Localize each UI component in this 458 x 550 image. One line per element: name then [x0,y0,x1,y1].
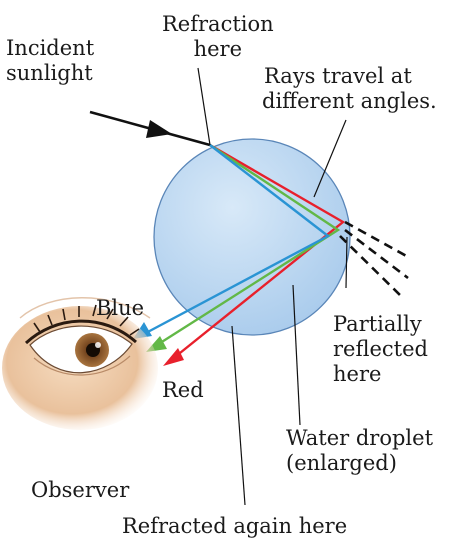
label-observer: Observer [31,478,130,502]
red-ray [174,143,346,358]
label-blue: Blue [96,296,145,320]
partially-leader [345,236,348,289]
refraction-leader [197,67,211,146]
droplet-leader [292,284,301,426]
label-incident-sunlight: Incident sunlight [6,36,95,85]
eye-icon [2,297,158,430]
green-ray [156,144,341,347]
internal-rays [143,143,346,358]
label-water-droplet: Water droplet (enlarged) [286,426,434,475]
incident-arrowhead [146,120,172,138]
label-red: Red [162,378,204,402]
rays-leader [313,119,347,198]
leader-lines [197,67,348,506]
label-refraction-here: Refraction here [162,12,274,61]
refracted-again-leader [231,325,246,506]
blue-ray [143,144,331,336]
red-arrowhead [163,348,184,366]
label-rays-different-angles: Rays travel at different angles. [262,64,437,113]
label-partially-reflected: Partially reflected here [333,312,428,386]
water-droplet [153,138,351,336]
label-refracted-again: Refracted again here [122,514,348,538]
dashed-rays [339,220,411,298]
